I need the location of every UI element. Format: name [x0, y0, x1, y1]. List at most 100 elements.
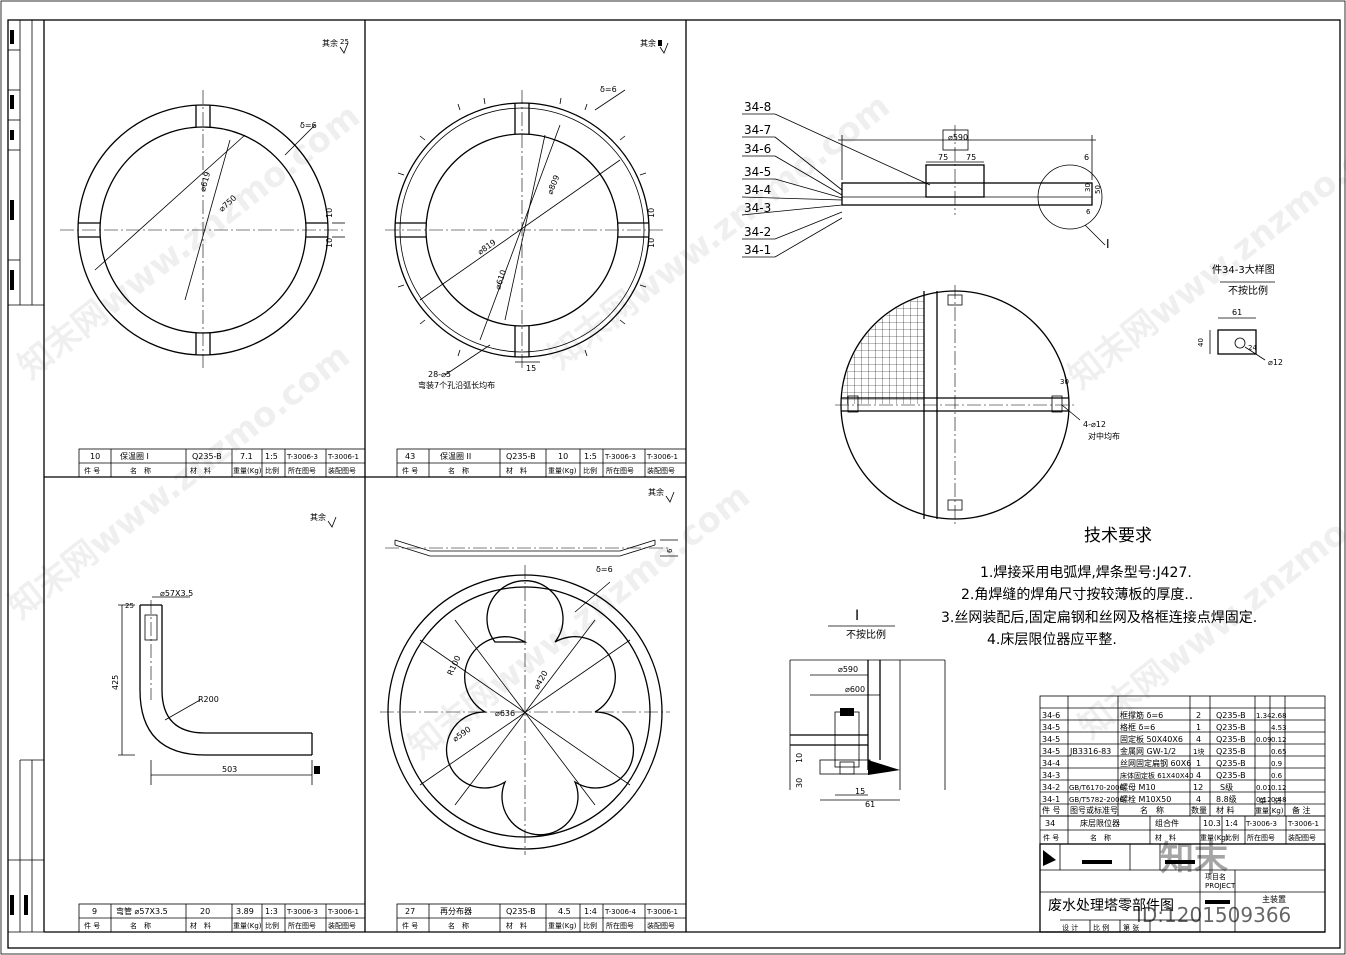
dim-d819: ⌀819 [476, 238, 498, 257]
leader-label: 34-1 [744, 243, 771, 257]
dim-d610: ⌀610 [493, 269, 508, 291]
bom-cell: Q235-B [1216, 735, 1246, 744]
dim-r200: R200 [198, 695, 219, 704]
dim-d619: ⌀619 [198, 171, 212, 193]
bom-header: 总 [1274, 796, 1281, 805]
roughness-symbol-icon [659, 42, 669, 54]
row-cell: 10 [90, 452, 100, 461]
bom-cell: 0.12 [1271, 784, 1287, 792]
bom-cell: 34-5 [1042, 723, 1060, 732]
row-cell: T-3006-3 [604, 453, 636, 461]
header-cell: 件 号 [1043, 833, 1059, 842]
surface-rest-label: 其余 [640, 38, 656, 48]
header-cell: 重量(Kg) [233, 467, 262, 475]
assembly-plan-view: 4-⌀12 对中均布 30 [835, 285, 1120, 525]
watermark: 知末网www.znzmo.com [1061, 106, 1346, 397]
header-cell: 装配图号 [647, 466, 675, 475]
note-line: 2.角焊缝的焊角尺寸按较薄板的厚度.. [961, 587, 1193, 603]
part10-drawing: 其余 25 ⌀619 ⌀750 δ=6 10 10 [60, 38, 349, 370]
row-cell: T-3006-1 [327, 908, 359, 916]
header-cell: 所在图号 [606, 921, 634, 930]
main-item: 主装置 [1262, 894, 1286, 904]
part27-table: 27 再分布器 Q235-B 4.5 1:4 T-3006-4 T-3006-1… [396, 903, 687, 933]
leader-label: 34-5 [744, 165, 771, 179]
surface-rest-value: 25 [340, 38, 349, 46]
header-cell: 比例 [583, 921, 597, 930]
dim-gap: 10 [325, 208, 334, 218]
bom-cell: JB3316-83 [1069, 747, 1111, 756]
bom-header: 图号或标准号 [1070, 805, 1118, 815]
id-code: ID:1201509366 [1136, 903, 1291, 927]
row-cell: T-3006-1 [646, 453, 678, 461]
bom-cell: 0.9 [1271, 760, 1282, 768]
header-cell: 比例 [265, 921, 279, 930]
watermark: 知末网www.znzmo.com [541, 86, 898, 377]
note-line: 4.床层限位器应平整. [987, 631, 1117, 648]
bom-cell: GB/T6170-2000 [1069, 784, 1124, 792]
row-cell: 10.3 [1203, 819, 1221, 828]
bom-cell: Q235-B [1216, 747, 1246, 756]
leader-label: 34-2 [744, 225, 771, 239]
row-cell: 1:4 [1225, 819, 1238, 828]
surface-rest-label: 其余 [648, 487, 664, 497]
bom-cell: 34-5 [1042, 747, 1060, 756]
dim-h425: 425 [111, 675, 120, 690]
dim-d590: ⌀590 [948, 133, 968, 142]
header-cell: 材 料 [1155, 833, 1176, 842]
weld-mark: δ=6 [600, 85, 617, 94]
roughness-mark-icon [314, 766, 320, 774]
roughness-symbol-icon [339, 42, 349, 54]
watermark: 知末网www.znzmo.com [1, 336, 358, 627]
logo-triangle-icon [1043, 850, 1056, 866]
row-cell: T-3006-1 [327, 453, 359, 461]
bom-cell: 1块 [1193, 747, 1204, 756]
detail-scale: 不按比例 [846, 628, 886, 641]
note-line: 1.焊接采用电弧焊,焊条型号:J427. [980, 564, 1192, 581]
bom-cell: 床体固定板 61X40X40 [1120, 771, 1194, 780]
row-cell: T-3006-1 [646, 908, 678, 916]
project-en: PROJECT [1205, 882, 1236, 890]
dim-r100: R100 [446, 654, 463, 677]
header-cell: 装配图号 [1288, 833, 1316, 842]
dim-t6: 6 [1084, 153, 1089, 162]
bom-cell: Q235-B [1216, 711, 1246, 720]
row-cell: 3.89 [236, 907, 254, 916]
header-cell: 件 号 [84, 466, 100, 475]
header-cell: 材 料 [190, 921, 211, 930]
part43-drawing: 其余 [385, 38, 669, 390]
scale-label: 比 例 [1093, 923, 1109, 932]
bom-cell: 4 [1196, 795, 1201, 804]
dim-d24: 24 [1248, 344, 1257, 352]
bom-cell: S级 [1220, 782, 1233, 792]
bom-cell: 34-1 [1042, 795, 1060, 804]
part9-table: 9 弯管 ⌀57X3.5 20 3.89 1:3 T-3006-3 T-3006… [78, 903, 366, 933]
bom-cell: 格框 δ=6 [1120, 722, 1155, 732]
row-cell: 4.5 [558, 907, 571, 916]
dim-d636: ⌀636 [495, 709, 515, 718]
dim-w61: 61 [1232, 308, 1242, 317]
row-cell: 43 [405, 452, 415, 461]
header-cell: 装配图号 [328, 921, 356, 930]
row-cell: Q235-B [506, 452, 536, 461]
bom-cell: 34-3 [1042, 771, 1060, 780]
row-cell: T-3006-1 [1287, 820, 1319, 828]
row-cell: 组合件 [1155, 818, 1179, 828]
project-label: 项目名 [1205, 872, 1226, 881]
leader-label: 34-4 [744, 183, 771, 197]
header-cell: 材 料 [506, 921, 527, 930]
note-line: 3.丝网装配后,固定扁钢和丝网及格框连接点焊固定. [941, 609, 1257, 626]
bom-cell: 0.01 [1256, 784, 1272, 792]
row-cell: 床层限位器 [1080, 818, 1120, 828]
dim-d809: ⌀809 [546, 174, 562, 196]
bom-cell: 1.34 [1256, 712, 1272, 720]
title-block: 项目名 PROJECT 主装置 废水处理塔零部件图 设 计 比 例 第 张 知末… [1039, 839, 1326, 933]
bom-cell: 1 [1196, 759, 1201, 768]
dim-pipe: ⌀57X3.5 [160, 589, 193, 598]
header-cell: 重量(Kg) [1200, 834, 1229, 842]
bom-cell: 0.09 [1256, 736, 1272, 744]
detail-I: I 不按比例 ⌀590 ⌀600 10 30 15 61 [789, 608, 946, 809]
bom-cell: Q235-B [1216, 771, 1246, 780]
notes-title: 技术要求 [1084, 526, 1152, 546]
dim-w15: 15 [526, 364, 536, 373]
